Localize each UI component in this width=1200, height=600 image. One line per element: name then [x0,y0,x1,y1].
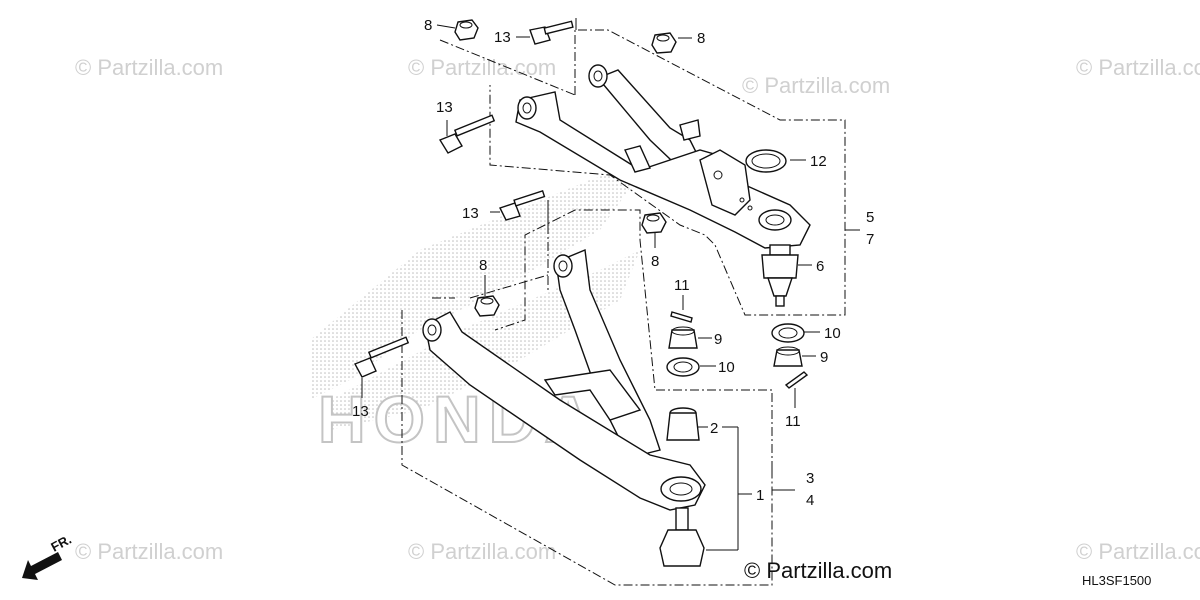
callout-8: 8 [651,253,659,270]
leader-lines [361,18,860,551]
callout-13: 13 [352,403,369,420]
castle-nut-9 [668,326,698,349]
upper-group-outline [439,29,846,316]
bolt-13 [354,336,410,378]
callout-9: 9 [820,349,828,366]
castle-nut-9 [773,346,803,367]
cotter-pin-11 [784,371,809,389]
callout-8: 8 [697,30,705,47]
watermark: © Partzilla.com [408,539,556,564]
callout-13: 13 [462,205,479,222]
bolt-13 [438,114,496,154]
callouts: 8 13 8 13 12 5 7 6 13 8 8 11 9 10 10 9 1… [352,17,874,509]
callout-11: 11 [674,277,690,294]
callout-7: 7 [866,231,874,248]
nut-8 [454,19,479,41]
copyright-notice: © Partzilla.com [744,558,892,583]
callout-3: 3 [806,470,814,487]
nut-8 [641,212,667,234]
bolt-13 [529,20,574,45]
front-arrow-icon [22,552,62,580]
callout-5: 5 [866,209,874,226]
lower-arm [422,249,706,511]
lower-group-link [469,225,549,299]
watermarks: © Partzilla.com © Partzilla.com © Partzi… [75,55,1200,564]
front-label: FR. [48,532,74,555]
cotter-pin-11 [670,311,693,323]
snap-ring-12 [745,149,787,173]
upper-arm [515,64,811,249]
bolt-13 [499,189,546,221]
nut-8 [651,32,677,54]
callout-10: 10 [824,325,841,342]
washer-10 [771,323,805,343]
watermark: © Partzilla.com [408,55,556,80]
watermark: © Partzilla.com [742,73,890,98]
callout-8: 8 [424,17,432,34]
ball-joint-1 [659,507,705,567]
callout-1: 1 [756,487,764,504]
callout-13: 13 [494,29,511,46]
watermark: © Partzilla.com [1076,55,1200,80]
callout-11: 11 [785,413,801,430]
washer-10 [666,357,700,377]
callout-6: 6 [816,258,824,275]
boot-2 [666,407,700,441]
diagram-code: HL3SF1500 [1082,573,1151,588]
callout-10: 10 [718,359,735,376]
watermark: © Partzilla.com [75,539,223,564]
lower-group-outline [401,209,773,586]
callout-12: 12 [810,153,827,170]
callout-9: 9 [714,331,722,348]
callout-8: 8 [479,257,487,274]
front-direction-indicator: FR. [22,532,74,580]
nut-8 [474,295,500,317]
ball-joint-6 [761,244,799,307]
callout-2: 2 [710,420,718,437]
callout-4: 4 [806,492,814,509]
watermark: © Partzilla.com [1076,539,1200,564]
watermark: © Partzilla.com [75,55,223,80]
callout-13: 13 [436,99,453,116]
